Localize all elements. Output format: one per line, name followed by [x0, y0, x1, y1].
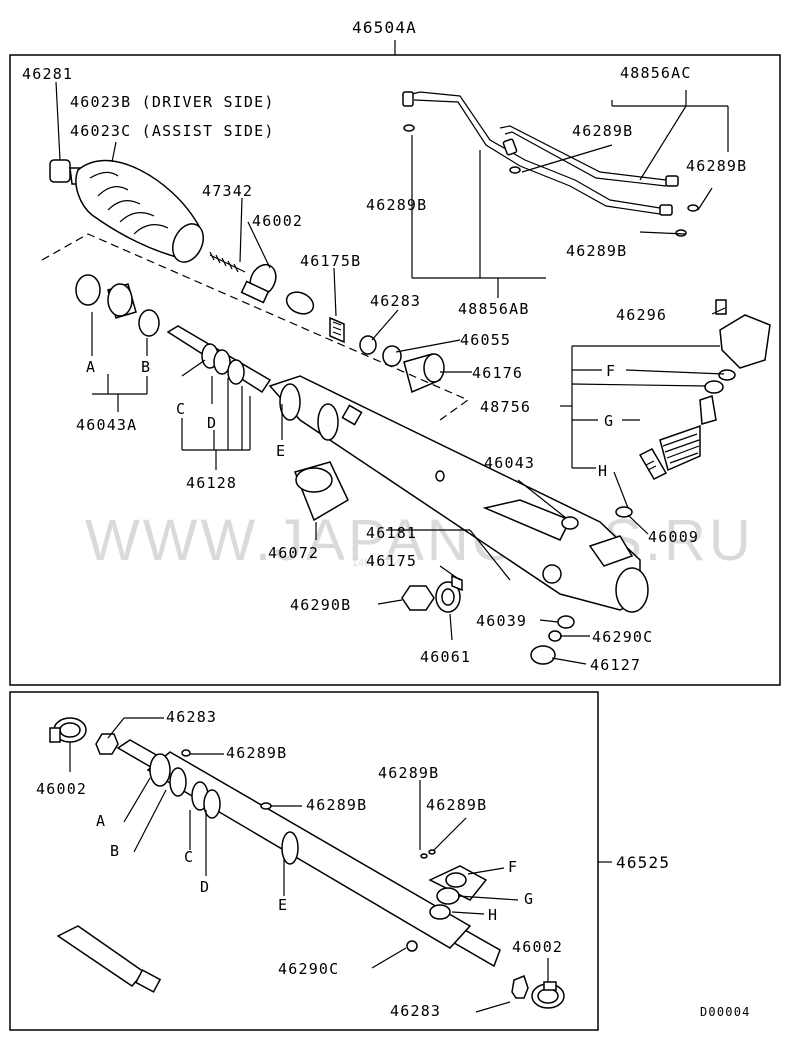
label-46043[interactable]: 46043 — [484, 454, 535, 472]
label-48856ac[interactable]: 48856AC — [620, 64, 692, 82]
label-A-bottom[interactable]: A — [96, 812, 106, 830]
label-46281[interactable]: 46281 — [22, 65, 73, 83]
label-E-bottom[interactable]: E — [278, 896, 288, 914]
ring-46055 — [382, 345, 402, 367]
clamp-46002-right — [531, 981, 565, 1009]
label-E-top[interactable]: E — [276, 442, 286, 460]
label-46290c[interactable]: 46290C — [592, 628, 653, 646]
label-46181[interactable]: 46181 — [366, 524, 417, 542]
label-C-bottom[interactable]: C — [184, 848, 194, 866]
label-H-bottom[interactable]: H — [488, 906, 498, 924]
label-46504a[interactable]: 46504A — [352, 18, 417, 37]
label-46127[interactable]: 46127 — [590, 656, 641, 674]
label-46289b-2[interactable]: 46289B — [686, 157, 747, 175]
cap-46127 — [530, 645, 556, 665]
watermark-small: 14012014 — [352, 557, 401, 569]
label-46009[interactable]: 46009 — [648, 528, 699, 546]
label-46289b-b[interactable]: 46289B — [306, 796, 367, 814]
label-46176[interactable]: 46176 — [472, 364, 523, 382]
tie-rod-shaft — [209, 251, 315, 315]
label-B-top[interactable]: B — [141, 358, 151, 376]
label-D-bottom[interactable]: D — [200, 878, 210, 896]
nut-46283-bottom — [511, 975, 529, 999]
label-46002-left[interactable]: 46002 — [36, 780, 87, 798]
bushing-46072 — [293, 461, 349, 522]
label-46023c[interactable]: 46023C (ASSIST SIDE) — [70, 122, 275, 140]
bushing-B — [107, 283, 137, 319]
label-B-bottom[interactable]: B — [110, 842, 120, 860]
label-46023b[interactable]: 46023B (DRIVER SIDE) — [70, 93, 275, 111]
label-46002-right[interactable]: 46002 — [512, 938, 563, 956]
label-46296[interactable]: 46296 — [616, 306, 667, 324]
label-G-top[interactable]: G — [604, 412, 614, 430]
label-46289b-1[interactable]: 46289B — [572, 122, 633, 140]
label-48756[interactable]: 48756 — [480, 398, 531, 416]
label-46175[interactable]: 46175 — [366, 552, 417, 570]
bellows-boot — [49, 159, 204, 263]
label-46283[interactable]: 46283 — [370, 292, 421, 310]
bushing-46176 — [403, 353, 445, 394]
label-46128[interactable]: 46128 — [186, 474, 237, 492]
label-46290b[interactable]: 46290B — [290, 596, 351, 614]
seal-46039 — [557, 615, 575, 629]
pinion-valve — [561, 299, 771, 567]
clamp-46002-left — [49, 717, 87, 743]
label-46283-top[interactable]: 46283 — [166, 708, 217, 726]
rack-bar — [166, 325, 272, 394]
label-46290c-bottom[interactable]: 46290C — [278, 960, 339, 978]
label-48856ab[interactable]: 48856AB — [458, 300, 530, 318]
bottom-assembly-frame — [9, 691, 599, 1031]
label-F-bottom[interactable]: F — [508, 858, 518, 876]
top-assembly-frame — [9, 54, 781, 686]
diagram-code: D00004 — [700, 1005, 751, 1019]
label-46289b-a[interactable]: 46289B — [226, 744, 287, 762]
boot-clamp-46175b — [329, 316, 345, 344]
bearing-46061 — [435, 581, 461, 613]
label-A-top[interactable]: A — [86, 358, 96, 376]
label-46525[interactable]: 46525 — [616, 853, 670, 872]
label-47342[interactable]: 47342 — [202, 182, 253, 200]
label-H-top[interactable]: H — [598, 462, 608, 480]
rack-housing — [268, 375, 649, 613]
label-46061[interactable]: 46061 — [420, 648, 471, 666]
nut-46290c — [548, 630, 562, 642]
label-46043a[interactable]: 46043A — [76, 416, 137, 434]
label-G-bottom[interactable]: G — [524, 890, 534, 908]
nut-46283 — [359, 335, 377, 355]
grease-tube — [56, 925, 162, 993]
rack-assembly-bottom — [116, 739, 501, 968]
label-46289b-d[interactable]: 46289B — [426, 796, 487, 814]
leader-lines-top — [55, 81, 729, 665]
label-46002[interactable]: 46002 — [252, 212, 303, 230]
label-46289b-4[interactable]: 46289B — [566, 242, 627, 260]
label-C-top[interactable]: C — [176, 400, 186, 418]
nut-46283-top — [95, 733, 119, 755]
label-46055[interactable]: 46055 — [460, 331, 511, 349]
ring-B — [138, 309, 160, 337]
label-46289b-3[interactable]: 46289B — [366, 196, 427, 214]
nut-46290b — [401, 585, 435, 611]
label-46039[interactable]: 46039 — [476, 612, 527, 630]
leader-lines-bottom — [69, 717, 549, 1013]
label-F-top[interactable]: F — [606, 362, 616, 380]
label-46289b-c[interactable]: 46289B — [378, 764, 439, 782]
label-46283-bottom[interactable]: 46283 — [390, 1002, 441, 1020]
label-D-top[interactable]: D — [207, 414, 217, 432]
label-46175b[interactable]: 46175B — [300, 252, 361, 270]
label-46072[interactable]: 46072 — [268, 544, 319, 562]
pressure-pipes — [402, 91, 699, 237]
seal-A — [75, 274, 101, 306]
